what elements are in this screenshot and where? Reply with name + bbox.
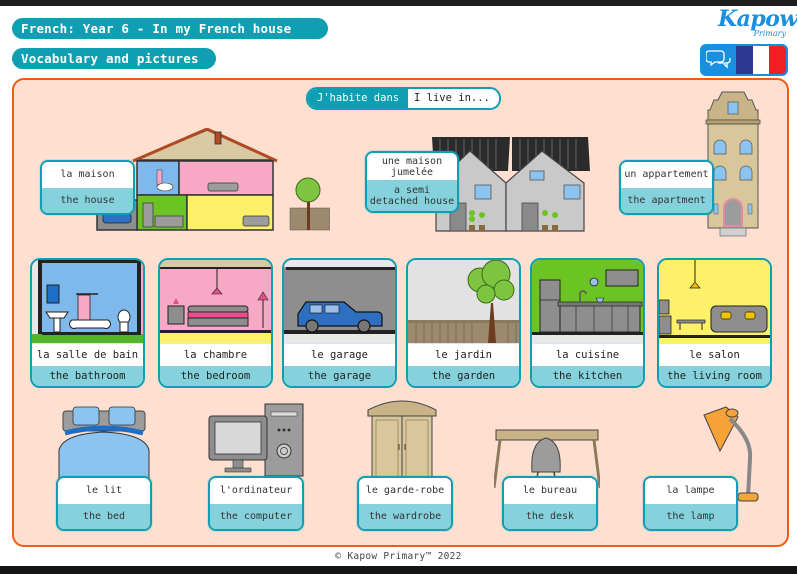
room-card-garage: le garage the garage bbox=[282, 258, 397, 388]
dwelling-label-apartment: un appartement the apartment bbox=[619, 160, 714, 215]
dwelling-english: the apartment bbox=[621, 187, 712, 213]
garage-icon bbox=[284, 260, 395, 343]
page-subtitle: Vocabulary and pictures bbox=[12, 48, 216, 69]
room-french: le jardin bbox=[408, 343, 519, 366]
bathroom-icon bbox=[32, 260, 143, 343]
dwelling-french: un appartement bbox=[621, 162, 712, 188]
furniture-label-bed: le lit the bed bbox=[56, 476, 152, 531]
room-english: the bedroom bbox=[160, 366, 271, 386]
sentence-starter: J'habite dans I live in... bbox=[306, 87, 501, 110]
room-card-garden: le jardin the garden bbox=[406, 258, 521, 388]
furniture-label-wardrobe: le garde-robe the wardrobe bbox=[357, 476, 453, 531]
furniture-french: l'ordinateur bbox=[210, 478, 302, 504]
bed-illustration bbox=[55, 405, 153, 491]
sentence-starter-french: J'habite dans bbox=[308, 89, 408, 108]
room-english: the garage bbox=[284, 366, 395, 386]
dwelling-label-semi-detached: une maison jumelée a semi detached house bbox=[365, 151, 459, 213]
computer-illustration bbox=[203, 400, 315, 490]
furniture-english: the computer bbox=[210, 503, 302, 529]
copyright-footer: © Kapow Primary™ 2022 bbox=[335, 551, 462, 562]
wardrobe-illustration bbox=[366, 398, 438, 487]
french-language-button[interactable] bbox=[700, 44, 788, 76]
top-window-bar bbox=[0, 0, 797, 6]
furniture-label-computer: l'ordinateur the computer bbox=[208, 476, 304, 531]
furniture-french: la lampe bbox=[645, 478, 736, 504]
furniture-french: le garde-robe bbox=[359, 478, 451, 504]
page-title: French: Year 6 - In my French house bbox=[12, 18, 328, 39]
bedroom-icon bbox=[160, 260, 271, 343]
kapow-logo: Kapow Primary bbox=[718, 6, 797, 38]
furniture-english: the bed bbox=[58, 503, 150, 529]
room-french: la salle de bain bbox=[32, 343, 143, 366]
house-illustration bbox=[95, 127, 331, 234]
logo-sub-text: Primary bbox=[753, 29, 786, 38]
furniture-english: the lamp bbox=[645, 503, 736, 529]
room-card-living-room: le salon the living room bbox=[657, 258, 772, 388]
dwelling-english: the house bbox=[42, 187, 133, 213]
dwelling-french: une maison jumelée bbox=[367, 153, 457, 180]
furniture-label-desk: le bureau the desk bbox=[502, 476, 598, 531]
room-english: the living room bbox=[659, 366, 770, 386]
room-french: la cuisine bbox=[532, 343, 643, 366]
room-english: the bathroom bbox=[32, 366, 143, 386]
furniture-french: le lit bbox=[58, 478, 150, 504]
logo-main-text: Kapow bbox=[718, 6, 797, 32]
room-french: la chambre bbox=[160, 343, 271, 366]
room-french: le garage bbox=[284, 343, 395, 366]
dwelling-english: a semi detached house bbox=[367, 180, 457, 211]
french-flag-icon bbox=[736, 46, 786, 74]
kitchen-icon bbox=[532, 260, 643, 343]
living-room-icon bbox=[659, 260, 770, 343]
room-english: the garden bbox=[408, 366, 519, 386]
furniture-english: the desk bbox=[504, 503, 596, 529]
bottom-window-bar bbox=[0, 566, 797, 574]
room-card-bedroom: la chambre the bedroom bbox=[158, 258, 273, 388]
dwelling-french: la maison bbox=[42, 162, 133, 188]
sentence-starter-english: I live in... bbox=[414, 92, 490, 104]
room-french: le salon bbox=[659, 343, 770, 366]
garden-icon bbox=[408, 260, 519, 343]
room-english: the kitchen bbox=[532, 366, 643, 386]
dwelling-label-house: la maison the house bbox=[40, 160, 135, 215]
apartment-illustration bbox=[702, 90, 764, 240]
furniture-label-lamp: la lampe the lamp bbox=[643, 476, 738, 531]
room-card-kitchen: la cuisine the kitchen bbox=[530, 258, 645, 388]
room-card-bathroom: la salle de bain the bathroom bbox=[30, 258, 145, 388]
speech-bubbles-icon bbox=[702, 46, 736, 74]
furniture-french: le bureau bbox=[504, 478, 596, 504]
furniture-english: the wardrobe bbox=[359, 503, 451, 529]
desk-illustration bbox=[492, 428, 602, 490]
lamp-illustration bbox=[700, 405, 760, 505]
